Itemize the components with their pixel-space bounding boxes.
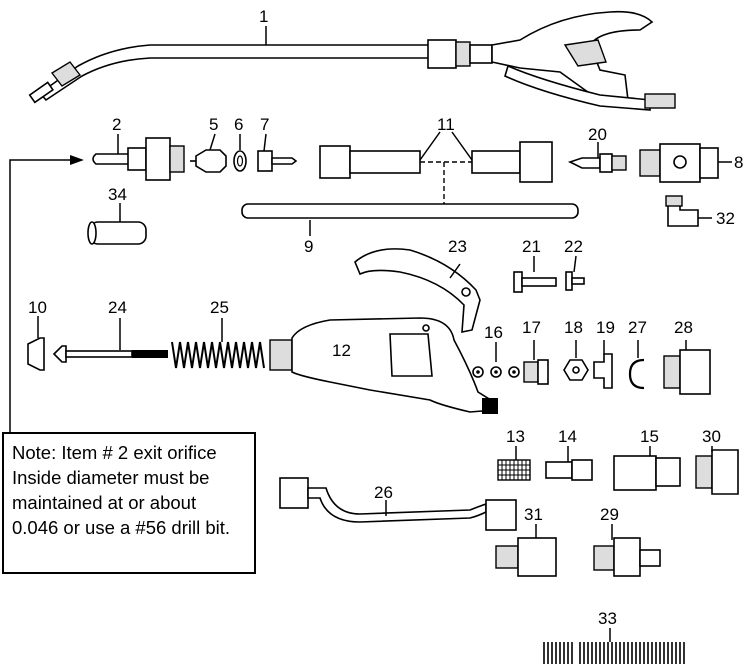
part-13-screen [497, 459, 531, 481]
label-25: 25 [210, 298, 229, 317]
label-26: 26 [374, 483, 393, 502]
label-21: 21 [522, 237, 541, 256]
arrow-head [70, 155, 84, 165]
label-2: 2 [112, 115, 121, 134]
label-15: 15 [640, 427, 659, 446]
label-11: 11 [437, 115, 455, 134]
label-18: 18 [564, 318, 583, 337]
label-13: 13 [506, 427, 525, 446]
part-25-spring [171, 341, 265, 369]
part-20-stem [567, 153, 627, 173]
part-11-hose [319, 141, 553, 204]
label-27: 27 [628, 318, 647, 337]
label-10: 10 [28, 298, 47, 317]
note-box: Note: Item # 2 exit orifice Inside diame… [2, 432, 256, 574]
part-19-plate [593, 353, 613, 389]
part-18-nut [563, 359, 589, 381]
part-32-elbow [665, 195, 699, 227]
part-9-rod [241, 203, 579, 219]
part-16-washers [472, 366, 520, 378]
label-23: 23 [448, 237, 467, 256]
part-26-tube [279, 477, 517, 531]
label-5: 5 [209, 115, 218, 134]
callout-labels: 1 2 5 6 7 11 20 8 34 32 9 23 21 22 10 24… [28, 7, 743, 628]
label-22: 22 [564, 237, 583, 256]
part-21-pin [513, 271, 557, 293]
part-15-block [613, 455, 681, 491]
part-34-sleeve [87, 221, 147, 245]
part-10-seal [27, 337, 45, 371]
part-23-trigger [354, 248, 481, 333]
label-6: 6 [234, 115, 243, 134]
label-9: 9 [304, 237, 313, 256]
part-30-coupling [695, 449, 739, 495]
label-33: 33 [598, 609, 617, 628]
part-2-nozzle [92, 137, 185, 181]
part-28-coupling [663, 349, 711, 395]
part-24-needle [52, 345, 168, 363]
label-14: 14 [558, 427, 577, 446]
leader-lines [9, 26, 732, 642]
label-16: 16 [484, 323, 503, 342]
label-12: 12 [332, 341, 351, 360]
label-20: 20 [588, 125, 607, 144]
part-29-fitting [593, 537, 661, 577]
part-33-hose [543, 642, 685, 664]
part-7-pin [257, 150, 298, 172]
part-6-o-ring [233, 150, 247, 172]
label-31: 31 [524, 505, 543, 524]
part-22-clip [565, 271, 585, 291]
label-29: 29 [600, 505, 619, 524]
part-12-handle [269, 317, 498, 414]
part-1-spray-gun [28, 10, 676, 111]
label-34: 34 [108, 185, 127, 204]
part-14-tube [545, 459, 593, 481]
part-17-fitting [523, 359, 549, 385]
part-8-fitting [639, 143, 719, 183]
label-19: 19 [596, 318, 615, 337]
part-5-check-valve [190, 149, 227, 173]
label-8: 8 [734, 153, 743, 172]
label-24: 24 [108, 298, 127, 317]
part-27-c-clip [628, 358, 645, 390]
label-32: 32 [716, 209, 735, 228]
part-31-fitting [495, 537, 557, 577]
label-28: 28 [674, 318, 693, 337]
label-1: 1 [259, 7, 268, 26]
label-7: 7 [260, 115, 269, 134]
label-30: 30 [702, 427, 721, 446]
label-17: 17 [522, 318, 541, 337]
